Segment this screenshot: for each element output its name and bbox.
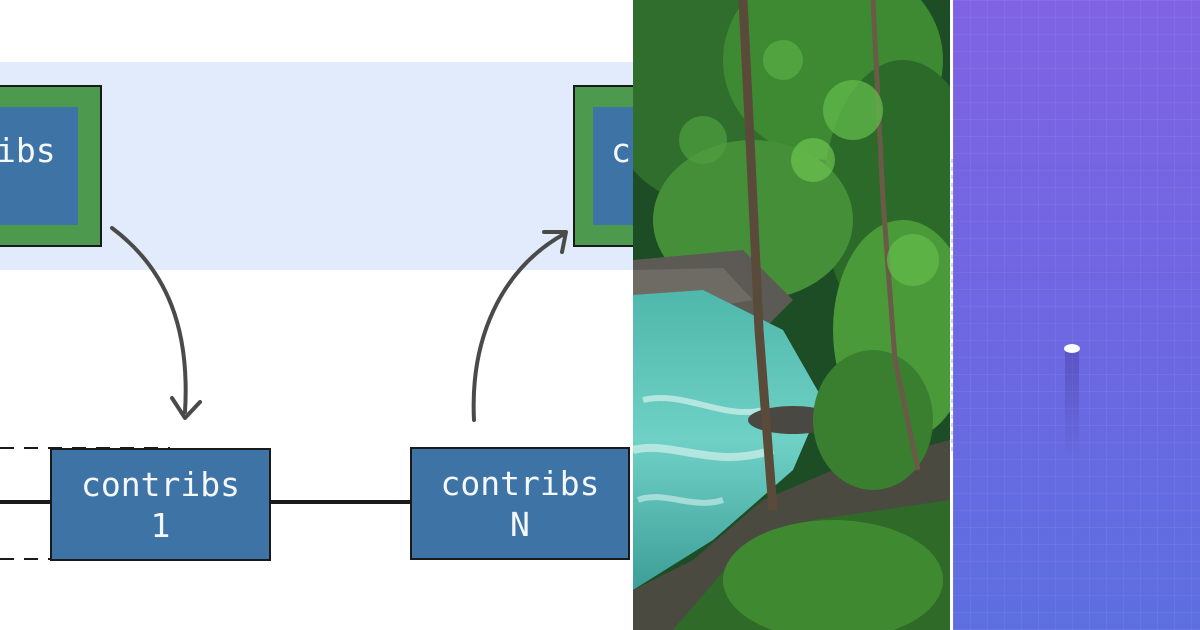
dot-marker (1064, 344, 1080, 353)
dot-shadow (1065, 352, 1079, 462)
arrow-down-curve (110, 226, 188, 414)
highlight-band (0, 62, 633, 270)
arrow-up-head (542, 230, 568, 254)
top-right-box-label: c (611, 131, 631, 170)
diagram-panel: ibs c contribs 1 contribs N (0, 62, 633, 561)
top-left-box-label: ibs (0, 131, 56, 170)
forest-river-photo (633, 0, 950, 630)
grid-overlay (953, 0, 1200, 630)
top-right-box: c (573, 85, 633, 247)
contribs-node-1: contribs 1 (50, 448, 271, 561)
top-left-box-inner (0, 107, 78, 225)
forest-river-illustration (633, 0, 950, 630)
top-right-box-inner (593, 107, 633, 225)
gradient-panel (953, 0, 1200, 630)
panel-divider (951, 155, 954, 455)
top-left-box: ibs (0, 85, 102, 247)
arrow-up-curve (471, 232, 566, 422)
contribs-node-n: contribs N (410, 447, 630, 560)
arrow-down-head (170, 396, 202, 420)
